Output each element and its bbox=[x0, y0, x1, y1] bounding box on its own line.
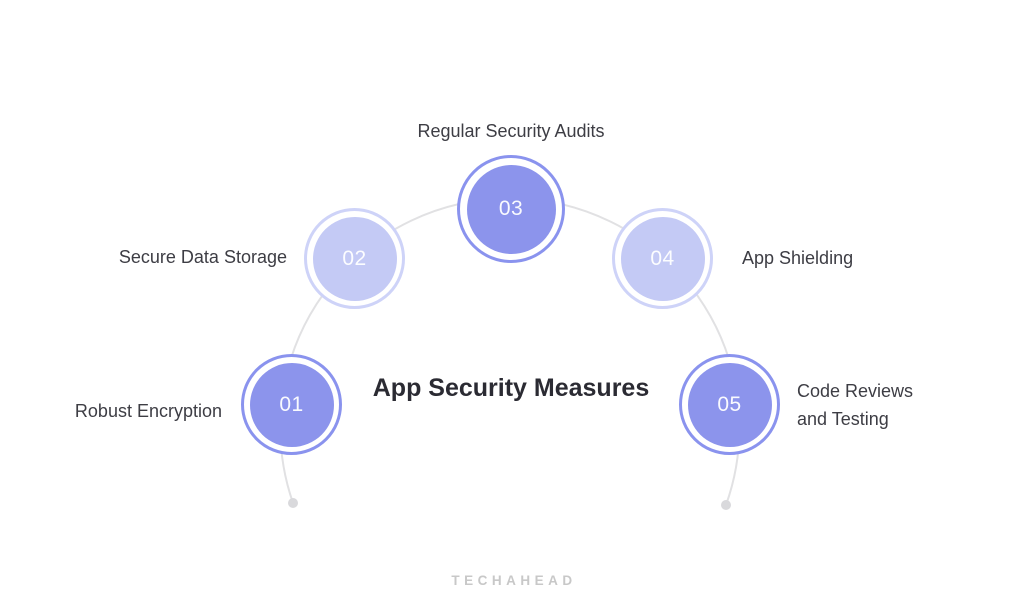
step-number-01: 01 bbox=[249, 362, 334, 447]
step-circle-03: 03 bbox=[457, 155, 565, 263]
step-number-03-text: 03 bbox=[498, 197, 524, 220]
step-circle-02: 02 bbox=[304, 208, 405, 309]
step-number-04-text: 04 bbox=[650, 246, 675, 270]
step-label-app-shielding: App Shielding bbox=[742, 248, 854, 268]
arc-end-dot-right bbox=[721, 500, 731, 510]
step-label-code-reviews-and-testing: Code Reviews and Testing bbox=[797, 381, 914, 429]
step-number-05: 05 bbox=[687, 362, 772, 447]
step-label-secure-data-storage: Secure Data Storage bbox=[118, 247, 287, 267]
techahead-logo: TECHAHEAD bbox=[451, 573, 577, 588]
step-number-01-text: 01 bbox=[279, 392, 304, 416]
step-number-04: 04 bbox=[620, 216, 705, 301]
step-label-regular-security-audits: Regular Security Audits bbox=[417, 121, 605, 141]
step-number-05-text: 05 bbox=[717, 392, 742, 416]
step-number-03: 03 bbox=[466, 164, 556, 254]
step-number-02: 02 bbox=[312, 216, 397, 301]
arc-end-dot-left bbox=[288, 498, 298, 508]
step-circle-01: 01 bbox=[241, 354, 342, 455]
diagram-title: App Security Measures bbox=[372, 374, 650, 402]
step-label-robust-encryption: Robust Encryption bbox=[74, 401, 222, 421]
step-number-02-text: 02 bbox=[342, 246, 367, 270]
step-circle-05: 05 bbox=[679, 354, 780, 455]
step-circle-04: 04 bbox=[612, 208, 713, 309]
